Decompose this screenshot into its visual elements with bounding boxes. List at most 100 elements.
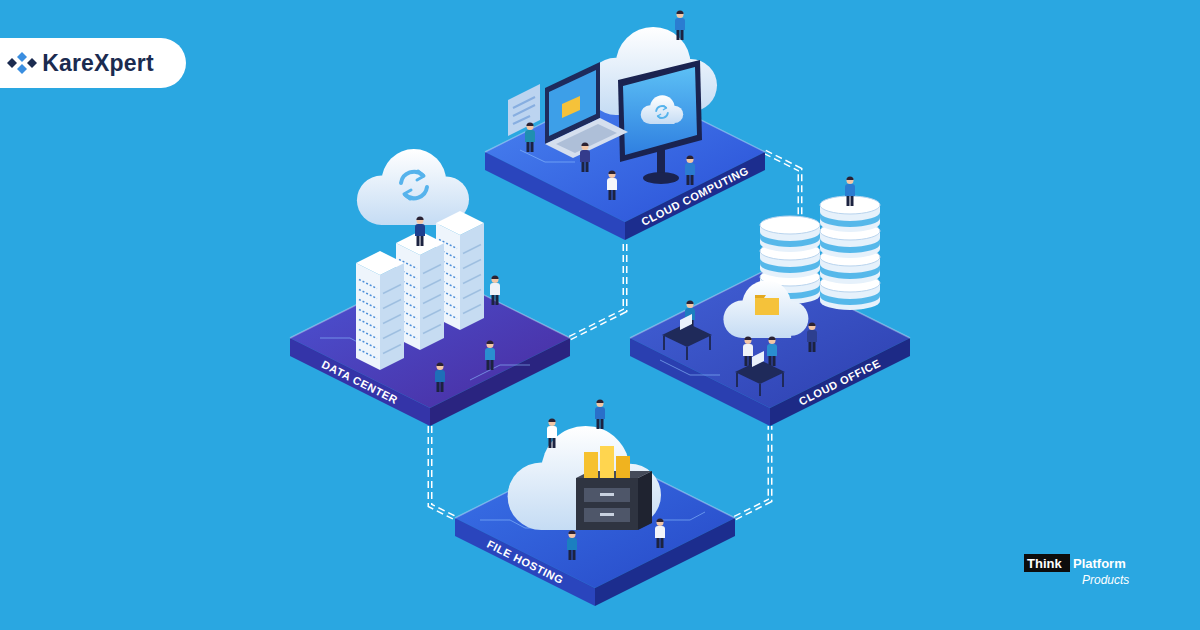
file-hosting-art: [600, 493, 614, 496]
logo-icon: [27, 58, 37, 68]
platform-highlight: [455, 448, 735, 518]
logo-icon: [7, 58, 17, 68]
file-hosting-art: [616, 456, 630, 482]
cloud-computing-art: [643, 172, 679, 184]
cloud-computing-art: [525, 122, 535, 152]
cloud-office-art: [760, 268, 820, 304]
connector-gap: [765, 152, 800, 268]
cloud-computing-art: [545, 118, 628, 158]
cloud-office-art: [680, 314, 692, 330]
platform-side: [630, 338, 770, 426]
file-hosting-art: [600, 513, 614, 516]
isometric-platform: CLOUD COMPUTING: [485, 82, 765, 240]
connector-line: [765, 152, 800, 268]
cloud-office-art: [767, 336, 777, 366]
cloud-office-art: [735, 360, 785, 384]
cloud-office-art: [663, 336, 665, 350]
circuit-lines: [660, 512, 705, 520]
isometric-platform: DATA CENTER: [290, 268, 570, 426]
file-hosting-art: [576, 471, 652, 478]
cloud-office-art: [820, 274, 880, 310]
data-center-art: [485, 340, 495, 370]
cloud-computing-art: [657, 150, 665, 178]
file-hosting-art: [595, 399, 605, 429]
cloud-computing-art: [508, 84, 540, 136]
data-center-art: [357, 149, 469, 225]
cloud-computing-art: [508, 10, 717, 200]
file-hosting-art: [584, 452, 598, 482]
data-center-art: [436, 211, 484, 330]
cloud-office-art: [845, 176, 855, 206]
cloud-office-art: [743, 336, 753, 366]
file-hosting-art: [655, 518, 665, 548]
brand-box: [1024, 554, 1070, 572]
cloud-computing-art: [580, 142, 590, 172]
file-hosting-art: [508, 426, 661, 530]
cloud-computing-art: [513, 97, 535, 108]
cloud-office-art: [760, 242, 820, 278]
cloud-computing-art: [513, 116, 530, 124]
cloud-computing-art: [513, 105, 535, 116]
file-hosting-art: [584, 488, 630, 502]
cloud-computing-art: [675, 10, 685, 40]
logo-icon: [7, 52, 37, 74]
platform-highlight: [485, 82, 765, 152]
brand-word: Platform: [1073, 555, 1126, 573]
file-hosting-art: [567, 530, 577, 560]
cloud-office-art: [807, 322, 817, 352]
platform-side: [485, 152, 625, 240]
circuit-lines: [520, 150, 575, 162]
file-hosting-art: [600, 446, 614, 482]
logo-text: KareXpert: [42, 50, 154, 76]
cloud-office-art: [723, 280, 808, 338]
connector-line: [430, 426, 455, 518]
data-center-art: [435, 362, 445, 392]
platform-side: [455, 518, 595, 606]
platform-shape: [630, 268, 910, 426]
platform-highlight: [290, 268, 570, 338]
circuit-lines: [480, 520, 550, 528]
platform-top: [485, 82, 765, 222]
cloud-computing-art: [549, 70, 596, 136]
cloud-office-art: [685, 300, 695, 330]
cloud-office-art: [782, 373, 784, 387]
logo-icon: [17, 64, 27, 74]
cloud-computing-art: [562, 96, 580, 118]
cloud-office-art: [736, 373, 738, 387]
connector-line: [570, 240, 625, 338]
cloud-computing-art: [623, 67, 697, 155]
connector-gap: [430, 426, 455, 518]
platform-side: [290, 338, 430, 426]
data-center-art: [396, 231, 444, 350]
platform-top: [455, 448, 735, 588]
connector-gap: [735, 426, 770, 518]
cloud-computing-art: [685, 155, 695, 185]
cloud-office-art: [759, 384, 761, 396]
connector-line: [735, 426, 770, 518]
label-holder: Products: [1082, 570, 1129, 588]
cloud-office-art: [820, 196, 880, 232]
cloud-computing-art: [587, 27, 717, 115]
platform-shape: [455, 448, 735, 606]
connector-gap: [570, 240, 625, 338]
data-center-art: [356, 251, 404, 370]
platform-shape: [485, 82, 765, 240]
logo-badge: KareXpert: [0, 38, 186, 88]
circuit-lines: [320, 150, 720, 528]
cloud-office-art: [686, 347, 688, 360]
cloud-computing-art: [556, 124, 617, 153]
logo-icon: [17, 52, 27, 62]
circuit-lines: [660, 360, 720, 375]
dashed-connector: [735, 426, 770, 518]
cloud-office-art: [755, 295, 766, 298]
cloud-office-art: [664, 336, 710, 360]
platform-top: [290, 268, 570, 408]
data-center-art: [401, 171, 427, 199]
file-hosting-art: [576, 478, 638, 530]
brand-word: Think: [1027, 555, 1062, 573]
dashed-connector: [570, 240, 625, 338]
cloud-office-art: [737, 373, 783, 396]
